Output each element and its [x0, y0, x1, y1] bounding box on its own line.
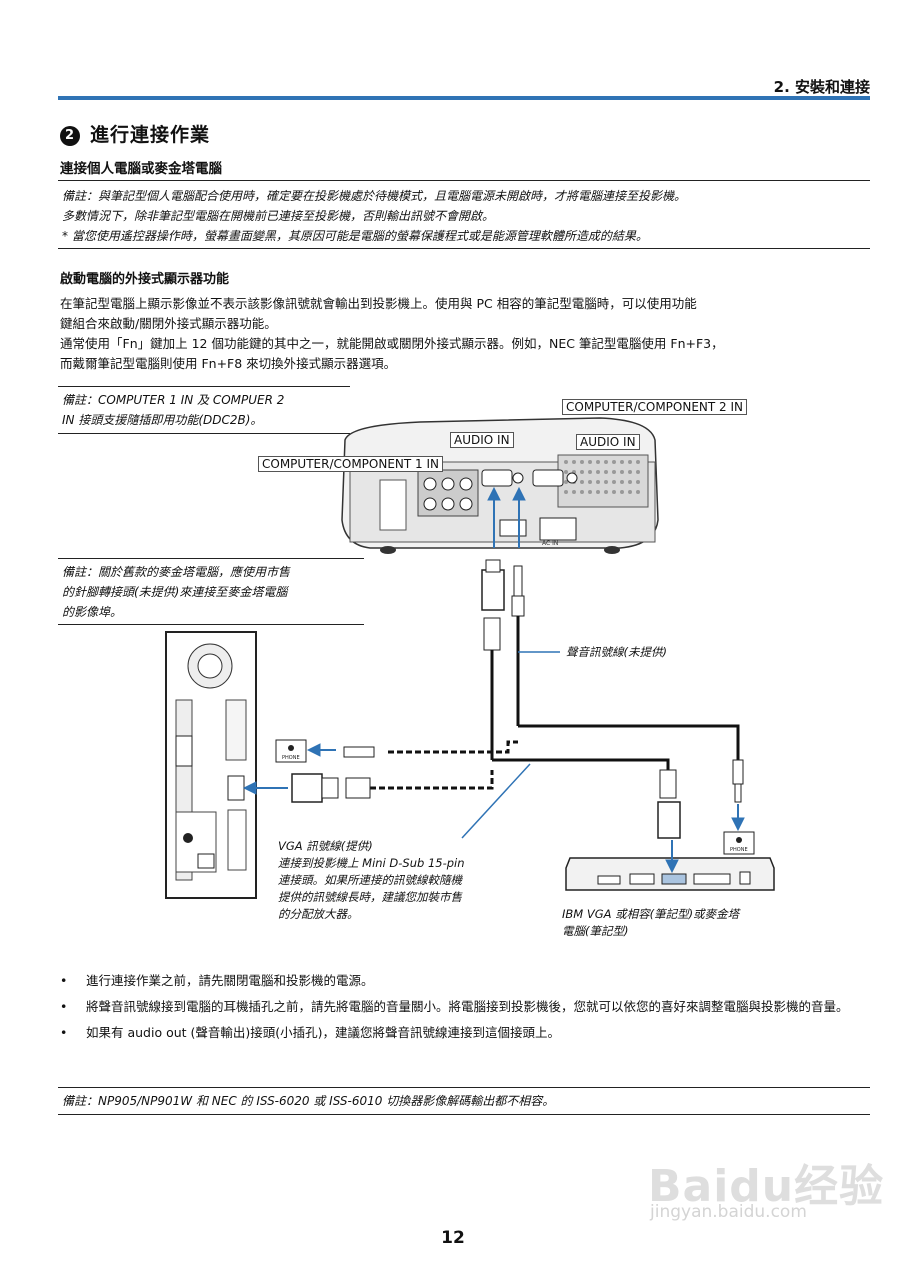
projector-arrows	[487, 486, 526, 548]
note-top: 備註：與筆記型個人電腦配合使用時，確定要在投影機處於待機模式，且電腦電源未開啟時…	[62, 186, 872, 246]
ac-in-label: AC IN	[542, 540, 558, 547]
section-title: 2 進行連接作業	[60, 120, 210, 147]
chapter-heading: 2. 安裝和連接	[773, 78, 870, 96]
note-ddc-line2: IN 接頭支援隨插即用功能(DDC2B)。	[62, 413, 263, 427]
ext-display-heading: 啟動電腦的外接式顯示器功能	[60, 272, 230, 287]
label-audio-in-left: AUDIO IN	[450, 432, 514, 448]
note-ddc-rule-bottom	[58, 433, 350, 434]
note-ddc-rule-top	[58, 386, 350, 387]
label-computer-component-2: COMPUTER/COMPONENT 2 IN	[562, 399, 747, 415]
section-subtitle: 連接個人電腦或麥金塔電腦	[60, 161, 222, 177]
watermark-logo: Baidu经验	[648, 1161, 885, 1212]
section-title-text: 進行連接作業	[90, 124, 211, 146]
bullet-list: 進行連接作業之前，請先關閉電腦和投影機的電源。 將聲音訊號線接到電腦的耳機插孔之…	[58, 970, 873, 1048]
vga-caption-line4: 提供的訊號線長時，建議您加裝市售	[278, 890, 462, 904]
laptop-illustration	[565, 857, 775, 891]
note-bottom-rule-top	[58, 1087, 870, 1088]
note-top-bottom-rule	[58, 248, 870, 249]
ext-display-body: 在筆記型電腦上顯示影像並不表示該影像訊號就會輸出到投影機上。使用與 PC 相容的…	[60, 294, 875, 374]
bullet-item: 進行連接作業之前，請先關閉電腦和投影機的電源。	[58, 970, 873, 991]
vga-caption-line5: 的分配放大器。	[278, 907, 359, 921]
laptop-arrows	[665, 804, 745, 874]
page-number: 12	[441, 1228, 465, 1248]
note-ddc-line1: 備註：COMPUTER 1 IN 及 COMPUER 2	[62, 393, 285, 407]
note-ddc: 備註：COMPUTER 1 IN 及 COMPUER 2 IN 接頭支援隨插即用…	[62, 390, 352, 430]
note-mac: 備註：關於舊款的麥金塔電腦，應使用市售 的針腳轉接頭(未提供)來連接至麥金塔電腦…	[62, 562, 366, 622]
ext-display-p1-line1: 在筆記型電腦上顯示影像並不表示該影像訊號就會輸出到投影機上。使用與 PC 相容的…	[60, 296, 697, 311]
note-mac-rule-bottom	[58, 624, 364, 625]
note-mac-line1: 備註：關於舊款的麥金塔電腦，應使用市售	[62, 565, 291, 579]
ext-display-p1-line2: 鍵組合來啟動/關閉外接式顯示器功能。	[60, 316, 277, 331]
vga-caption-line3: 連接頭。如果所連接的訊號線較隨機	[278, 873, 462, 887]
note-mac-line3: 的影像埠。	[62, 605, 123, 619]
laptop-phone-label: PHONE	[730, 847, 748, 853]
note-mac-line2: 的針腳轉接頭(未提供)來連接至麥金塔電腦	[62, 585, 288, 599]
pc-arrows	[242, 743, 336, 795]
header-rule	[58, 96, 870, 100]
pc-tower-illustration	[165, 631, 257, 899]
ibm-caption-line2: 電腦(筆記型)	[562, 924, 629, 938]
label-computer-component-1: COMPUTER/COMPONENT 1 IN	[258, 456, 443, 472]
ibm-caption-line1: IBM VGA 或相容(筆記型)或麥金塔	[562, 907, 740, 921]
vga-cable-caption: VGA 訊號線(提供) 連接到投影機上 Mini D-Sub 15-pin 連接…	[278, 838, 518, 923]
note-bottom: 備註：NP905/NP901W 和 NEC 的 ISS-6020 或 ISS-6…	[62, 1094, 555, 1108]
note-bottom-rule-bottom	[58, 1114, 870, 1115]
ext-display-p2-line1: 通常使用「Fn」鍵加上 12 個功能鍵的其中之一，就能開啟或關閉外接式顯示器。例…	[60, 336, 724, 351]
note-top-line-3: * 當您使用遙控器操作時，螢幕畫面變黑，其原因可能是電腦的螢幕保護程式或是能源管…	[62, 229, 648, 243]
note-top-rule	[58, 180, 870, 181]
projector-cable-plugs	[481, 559, 525, 760]
note-top-line-2: 多數情況下，除非筆記型電腦在開機前已連接至投影機，否則輸出訊號不會開啟。	[62, 209, 495, 223]
note-mac-rule-top	[58, 558, 364, 559]
section-number-badge: 2	[60, 126, 80, 146]
label-audio-in-right: AUDIO IN	[576, 434, 640, 450]
audio-cable-caption: 聲音訊號線(未提供)	[566, 645, 667, 659]
bullet-item: 將聲音訊號線接到電腦的耳機插孔之前，請先將電腦的音量關小。將電腦接到投影機後，您…	[58, 996, 873, 1017]
bullet-item: 如果有 audio out (聲音輸出)接頭(小插孔)，建議您將聲音訊號線連接到…	[58, 1022, 873, 1043]
vga-caption-line1: VGA 訊號線(提供)	[278, 839, 373, 853]
ext-display-p2-line2: 而戴爾筆記型電腦則使用 Fn+F8 來切換外接式顯示器選項。	[60, 356, 397, 371]
note-top-line-1: 備註：與筆記型個人電腦配合使用時，確定要在投影機處於待機模式，且電腦電源未開啟時…	[62, 189, 687, 203]
pc-phone-label: PHONE	[282, 755, 300, 761]
ibm-caption: IBM VGA 或相容(筆記型)或麥金塔 電腦(筆記型)	[562, 906, 802, 940]
watermark-url: jingyan.baidu.com	[650, 1202, 807, 1222]
vga-caption-line2: 連接到投影機上 Mini D-Sub 15-pin	[278, 856, 465, 870]
projector-illustration	[341, 417, 659, 554]
